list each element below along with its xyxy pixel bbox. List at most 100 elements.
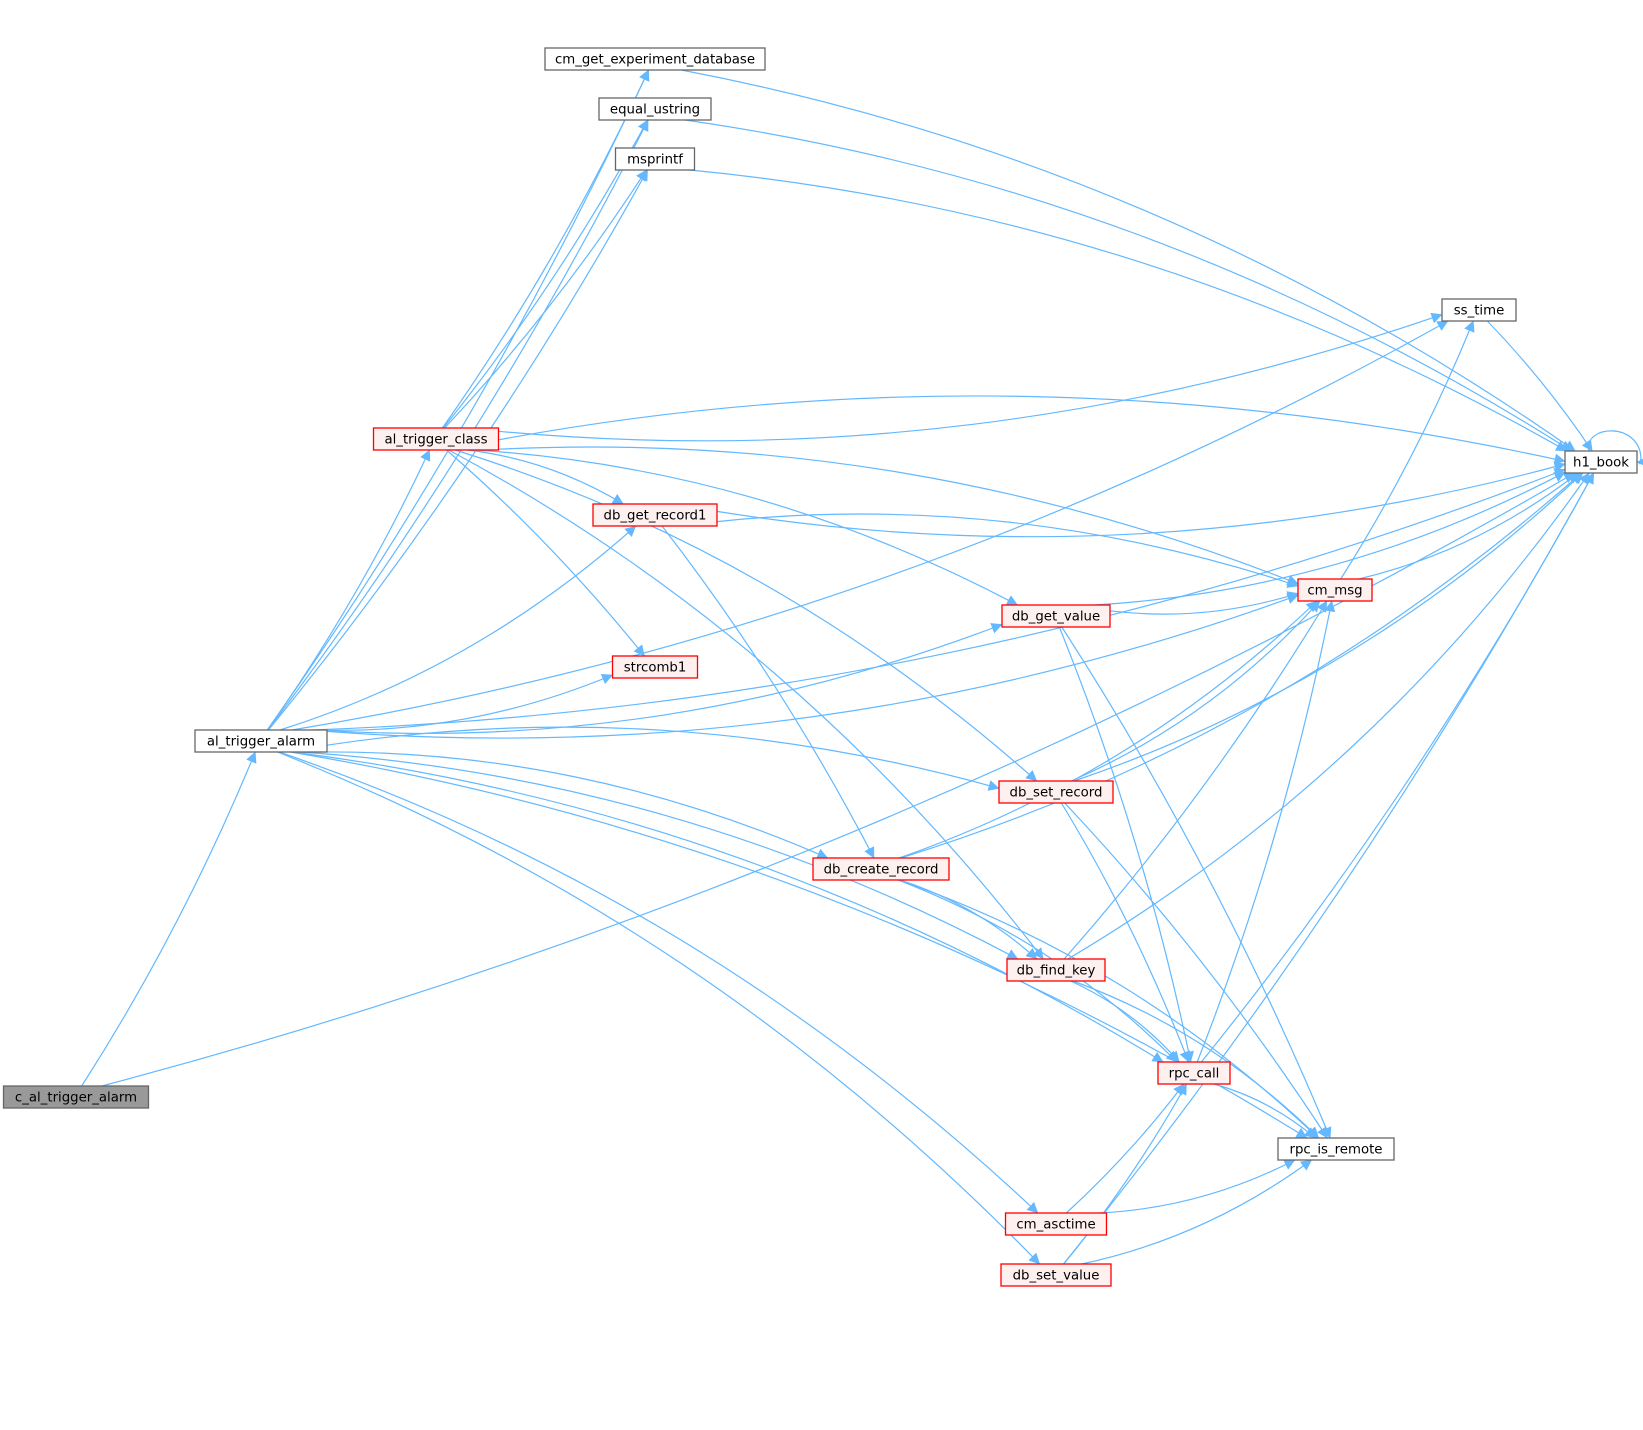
node-box [1277,1137,1395,1161]
node-label: equal_ustring [610,103,700,118]
node-label: strcomb1 [624,661,687,676]
edge-al_trigger_class-to-ss_time [498,312,1443,442]
node-box [598,97,712,121]
node-label: rpc_call [1169,1067,1220,1082]
node-box [1441,298,1517,322]
node-label: db_get_record1 [604,509,707,524]
edge-al_trigger_alarm-to-cm_asctime [278,751,1039,1214]
node-box [592,503,718,527]
node-db-find-key[interactable]: db_find_key [1006,958,1106,982]
edge-al_trigger_alarm-to-al_trigger_class [266,449,431,731]
node-box [611,655,699,679]
edge-db_get_record1-to-h1_book [716,461,1566,538]
node-h1-book[interactable]: h1_book [1564,450,1638,474]
node-db-get-record1[interactable]: db_get_record1 [592,503,718,527]
edge-db_get_value-to-rpc_is_remote [1061,626,1332,1139]
node-label: al_trigger_alarm [207,735,315,750]
node-label: db_create_record [824,863,939,878]
node-label: db_set_record [1010,786,1103,801]
nodes-layer: c_al_trigger_alarm al_trigger_alarm al_tri… [2,47,1638,1287]
edge-db_set_value-to-rpc_is_remote [1081,1159,1313,1265]
node-label: db_get_value [1012,610,1100,625]
edge-db_get_value-to-cm_msg [1109,591,1299,615]
edge-al_trigger_alarm-to-rpc_is_remote [290,751,1308,1139]
edge-al_trigger_class-to-h1_book [498,395,1566,465]
edge-equal_ustring-to-h1_book [684,119,1572,452]
node-cm-get-experiment-database[interactable]: cm_get_experiment_database [544,47,766,71]
edge-db_create_record-to-rpc_call [897,879,1178,1063]
edge-cm_asctime-to-rpc_is_remote [1099,1159,1296,1214]
node-label: rpc_is_remote [1290,1143,1383,1158]
edge-h1_book-to-h1_book [1588,430,1643,468]
edge-db_create_record-to-db_find_key [899,879,1038,960]
node-db-create-record[interactable]: db_create_record [812,857,950,881]
node-box [812,857,950,881]
edge-db_get_value-to-h1_book [1094,471,1566,606]
edge-al_trigger_class-to-cm_msg [498,446,1299,586]
node-box [1297,578,1373,602]
edge-al_trigger_alarm-to-db_find_key [299,751,1019,960]
edge-db_create_record-to-cm_msg [898,600,1318,859]
node-c-al-trigger-alarm[interactable]: c_al_trigger_alarm [2,1085,150,1109]
edge-db_set_record-to-rpc_call [1060,802,1190,1063]
node-box [372,427,500,451]
node-box [2,1085,150,1109]
edge-al_trigger_alarm-to-h1_book [311,468,1566,731]
edge-al_trigger_class-to-db_set_record [455,449,1038,782]
edge-c_al_trigger_alarm-to-al_trigger_alarm [81,751,257,1087]
edge-rpc_call-to-h1_book [1200,472,1595,1063]
edges-layer [81,69,1643,1265]
node-box [1000,1263,1112,1287]
node-cm-msg[interactable]: cm_msg [1297,578,1373,602]
edge-db_find_key-to-cm_msg [1063,600,1328,960]
edge-cm_msg-to-h1_book [1358,472,1579,580]
node-box [544,47,766,71]
edge-cm_get_experiment_database-to-h1_book [681,69,1576,452]
node-box [1564,450,1638,474]
edge-al_trigger_class-to-db_get_record1 [467,449,624,505]
edge-db_set_value-to-h1_book [1063,472,1595,1265]
node-strcomb1[interactable]: strcomb1 [611,655,699,679]
edge-al_trigger_class-to-db_find_key [448,449,1044,960]
node-rpc-call[interactable]: rpc_call [1157,1061,1231,1085]
node-rpc-is-remote[interactable]: rpc_is_remote [1277,1137,1395,1161]
node-msprintf[interactable]: msprintf [614,147,696,171]
node-db-get-value[interactable]: db_get_value [1001,604,1111,628]
edge-al_trigger_alarm-to-db_get_value [326,623,1003,735]
edge-al_trigger_alarm-to-db_set_record [326,726,1000,791]
node-db-set-value[interactable]: db_set_value [1000,1263,1112,1287]
node-db-set-record[interactable]: db_set_record [998,780,1114,804]
node-ss-time[interactable]: ss_time [1441,298,1517,322]
node-box [1004,1212,1108,1236]
edge-ss_time-to-h1_book [1486,320,1593,452]
edge-rpc_call-to-rpc_is_remote [1213,1083,1316,1139]
edge-c_al_trigger_alarm-to-h1_book [101,472,1576,1087]
node-box [1157,1061,1231,1085]
edge-db_find_key-to-rpc_call [1070,980,1180,1063]
edge-al_trigger_alarm-to-rpc_call [292,751,1164,1063]
edge-al_trigger_class-to-db_get_value [474,449,1018,606]
edge-db_set_record-to-rpc_is_remote [1064,802,1328,1139]
node-label: cm_msg [1307,584,1362,599]
node-cm-asctime[interactable]: cm_asctime [1004,1212,1108,1236]
node-al-trigger-class[interactable]: al_trigger_class [372,427,500,451]
node-label: cm_get_experiment_database [555,53,755,68]
node-label: al_trigger_class [384,433,487,448]
node-equal-ustring[interactable]: equal_ustring [598,97,712,121]
edge-al_trigger_class-to-msprintf [444,169,647,429]
edge-db_get_value-to-rpc_call [1058,626,1194,1063]
edge-al_trigger_alarm-to-db_get_record1 [279,525,637,731]
node-al-trigger-alarm[interactable]: al_trigger_alarm [194,729,328,753]
node-box [998,780,1114,804]
edge-db_set_value-to-rpc_call [1063,1083,1188,1265]
edge-db_get_record1-to-cm_msg [716,513,1299,588]
edge-al_trigger_alarm-to-cm_msg [326,593,1299,739]
edge-rpc_call-to-cm_msg [1196,600,1336,1063]
node-label: msprintf [627,153,683,168]
node-box [614,147,696,171]
edge-db_set_record-to-h1_book [1074,472,1584,782]
node-label: cm_asctime [1016,1218,1095,1233]
node-box [194,729,328,753]
node-box [1001,604,1111,628]
